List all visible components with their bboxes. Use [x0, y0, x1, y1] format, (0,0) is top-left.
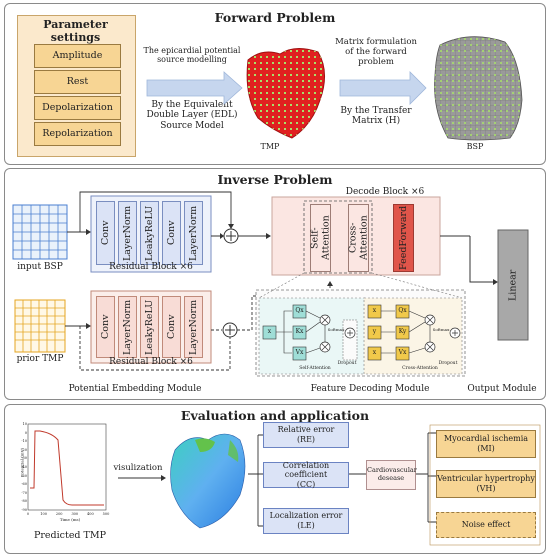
tmp-chart-frame [27, 423, 107, 511]
chart-ytick: 10 [22, 422, 27, 426]
metric-re-box: Relative error (RE) [263, 422, 349, 448]
metric-le-box: Localization error (LE) [263, 508, 349, 534]
chart-ytick: -30 [21, 456, 27, 461]
chart-xtick: 500 [102, 512, 110, 516]
module-output-label: Output Module [467, 384, 537, 394]
chart-xtick: 400 [87, 512, 94, 516]
ca-y: y [372, 328, 377, 335]
cardiovascular-label: Cardiovascular desease [367, 466, 417, 482]
metric-re: Relative error (RE) [277, 425, 335, 444]
matrix-formulation-label: Matrix formulation of the forward proble… [335, 37, 417, 67]
module-potential-label: Potential Embedding Module [68, 384, 202, 394]
app-mi: Myocardial ischemia (MI) [443, 434, 529, 453]
param-amplitude: Amplitude [34, 44, 121, 68]
bsp-label: BSP [466, 142, 484, 151]
input-bsp-grid [12, 204, 68, 260]
arrow-tmp-to-bsp [339, 71, 427, 105]
edl-label: By the Equivalent Double Layer (EDL) Sou… [146, 100, 238, 131]
ca-k: Ky [398, 328, 407, 335]
param-depolarization: Depolarization [34, 96, 121, 120]
inverse-problem-title: Inverse Problem [217, 172, 333, 187]
ca-q: Qx [398, 307, 407, 314]
sa-softmax: Softmax [327, 327, 345, 332]
apps-container [429, 424, 541, 546]
residual-block-label: Residual Block ×6 [109, 262, 193, 272]
chart-ytick: -10 [21, 439, 27, 444]
chart-ytick: -80 [21, 499, 27, 504]
chart-ytick: -70 [21, 490, 27, 495]
sa-v: Vx [295, 349, 304, 356]
app-noise-box: Noise effect [436, 512, 536, 538]
transfer-matrix-label: By the Transfer Matrix (H) [340, 106, 412, 127]
chart-ytick: -90 [21, 508, 27, 512]
param-repolarization: Repolarization [34, 122, 121, 146]
linear-block [497, 229, 529, 341]
chart-xlabel: Time (ms) [59, 517, 81, 522]
ca-x2: x [372, 349, 377, 356]
tmp-curve [30, 430, 104, 506]
embed-residual-label: Residual Block ×6 [109, 357, 193, 367]
app-vh: Ventricular hypertrophy (VH) [437, 474, 535, 493]
sa-dropout: Dropout [337, 361, 357, 366]
chart-xtick: 300 [71, 512, 79, 516]
ca-dropout: Dropout [438, 361, 458, 366]
chart-ytick: -40 [21, 465, 27, 469]
visualization-label: visulization [113, 463, 163, 473]
decode-block-label: Decode Block ×6 [345, 187, 425, 197]
sa-q: Qx [295, 307, 304, 314]
parameter-settings-title: Parameter settings [43, 18, 108, 44]
evaluation-title: Evaluation and application [180, 408, 370, 423]
app-mi-box: Myocardial ischemia (MI) [436, 430, 536, 458]
chart-ytick: -60 [21, 482, 27, 487]
chart-xtick: 100 [40, 512, 47, 516]
metric-le: Localization error (LE) [269, 511, 343, 530]
input-bsp-label: input BSP [17, 262, 63, 272]
ca-label: Cross-Attention [402, 366, 438, 371]
ca-v: Vx [398, 349, 407, 356]
prior-tmp-label: prior TMP [16, 354, 64, 364]
param-rest: Rest [34, 70, 121, 94]
sa-k: Kx [295, 328, 304, 335]
app-vh-box: Ventricular hypertrophy (VH) [436, 470, 536, 498]
forward-problem-title: Forward Problem [214, 10, 336, 25]
predicted-tmp-label: Predicted TMP [34, 530, 106, 541]
sa-x: x [267, 328, 272, 335]
chart-ytick: 0 [24, 430, 27, 435]
metric-cc-box: Correlation coefficient (CC) [263, 460, 349, 489]
chart-xtick: 200 [55, 512, 63, 516]
chart-ytick: -20 [21, 447, 27, 452]
ca-x1: x [372, 307, 377, 314]
source-modelling-label: The epicardial potential source modellin… [143, 46, 241, 65]
chart-xtick: 0 [26, 512, 30, 516]
module-feature-label: Feature Decoding Module [310, 384, 430, 394]
prior-tmp-grid [14, 299, 66, 353]
cardiovascular-box: Cardiovascular desease [366, 460, 417, 490]
tmp-label: TMP [260, 142, 280, 151]
chart-ytick: -50 [21, 473, 27, 478]
ca-softmax: Softmax [432, 327, 450, 332]
arrow-params-to-tmp [146, 71, 243, 105]
sa-label: Self-Attention [299, 366, 331, 371]
app-noise: Noise effect [461, 520, 511, 530]
metric-cc: Correlation coefficient (CC) [282, 460, 330, 489]
